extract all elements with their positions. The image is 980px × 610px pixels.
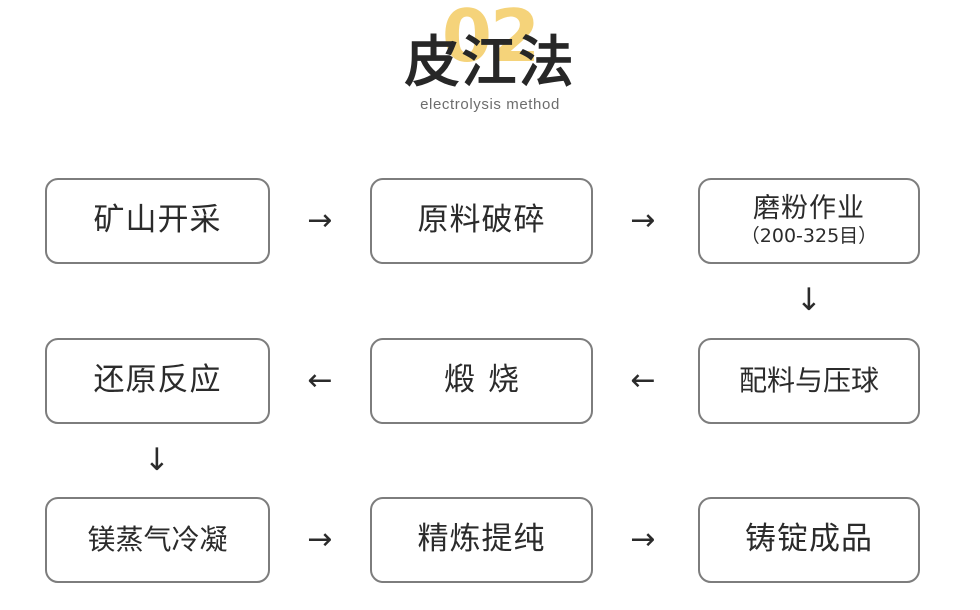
- flow-node-label: 原料破碎: [417, 202, 546, 239]
- flow-node-reduction-reaction[interactable]: 还原反应: [45, 338, 270, 424]
- arrow-right-refining-to-casting: →: [630, 522, 656, 557]
- flow-node-magnesium-vapor-condensation[interactable]: 镁蒸气冷凝: [45, 497, 270, 583]
- flow-node-raw-material-crushing[interactable]: 原料破碎: [370, 178, 593, 264]
- connector-row2-to-row3-left: ↓: [144, 441, 170, 478]
- flow-node-label: 镁蒸气冷凝: [87, 522, 228, 556]
- flow-row-1: 矿山开采 原料破碎 磨粉作业 （200-325目）: [0, 178, 980, 264]
- flow-node-label: 煅烧: [444, 362, 532, 399]
- flow-row-2: 还原反应 煅烧 配料与压球: [0, 338, 980, 424]
- flow-node-mining[interactable]: 矿山开采: [45, 178, 270, 264]
- flow-node-grinding[interactable]: 磨粉作业 （200-325目）: [698, 178, 920, 264]
- flow-node-label: 铸锭成品: [745, 521, 873, 558]
- page-title: 皮江法: [404, 30, 576, 94]
- arrow-left-calcination-to-reduction: ←: [307, 363, 333, 398]
- flow-node-label: 配料与压球: [738, 363, 879, 397]
- flow-node-batching-briquetting[interactable]: 配料与压球: [698, 338, 920, 424]
- header: 02 皮江法 electrolysis method: [0, 0, 980, 150]
- flow-node-calcination[interactable]: 煅烧: [370, 338, 593, 424]
- flow-node-sublabel: （200-325目）: [740, 225, 878, 248]
- section-number-badge: 02: [441, 0, 540, 78]
- connector-row1-to-row2-right: ↓: [796, 281, 822, 318]
- arrow-right-mining-to-crushing: →: [307, 203, 333, 238]
- arrow-right-condensation-to-refining: →: [307, 522, 333, 557]
- flow-row-3: 镁蒸气冷凝 精炼提纯 铸锭成品: [0, 497, 980, 583]
- flow-node-refining-purification[interactable]: 精炼提纯: [370, 497, 593, 583]
- arrow-right-crushing-to-grinding: →: [630, 203, 656, 238]
- flow-node-ingot-casting[interactable]: 铸锭成品: [698, 497, 920, 583]
- arrow-left-briquetting-to-calcination: ←: [630, 363, 656, 398]
- flow-node-label: 精炼提纯: [417, 521, 546, 558]
- page-subtitle: electrolysis method: [420, 96, 560, 113]
- flow-node-label: 矿山开采: [93, 202, 222, 239]
- flow-node-label: 磨粉作业: [753, 192, 865, 224]
- header-inner: 02 皮江法 electrolysis method: [280, 0, 700, 138]
- flow-node-label: 还原反应: [93, 362, 222, 399]
- process-flow-diagram: 矿山开采 原料破碎 磨粉作业 （200-325目） → → ↓ 还原反应 煅烧 …: [0, 150, 980, 610]
